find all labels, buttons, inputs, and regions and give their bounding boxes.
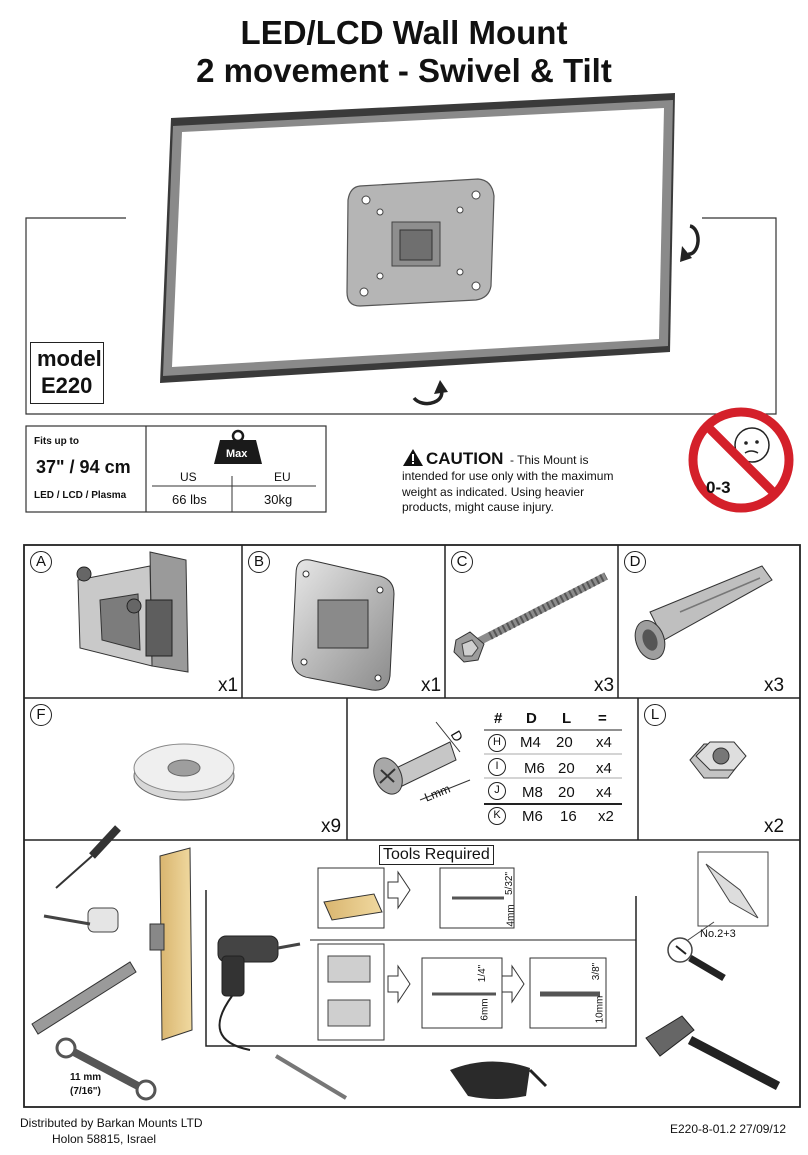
part-letter-c: C (451, 551, 473, 573)
fits-label: Fits up to (34, 436, 79, 447)
page-title: LED/LCD Wall Mount (240, 14, 568, 51)
caution-text-2: intended for use only with the maximum (402, 469, 614, 483)
drill-wood-mm: 4mm (505, 904, 517, 927)
tv-illustration (160, 93, 675, 383)
part-l-nut (689, 741, 747, 779)
row-d-k: M6 (522, 808, 543, 825)
eu-value: 30kg (264, 492, 293, 507)
caution-text-1: - This Mount is (510, 453, 589, 467)
row-d-i: M6 (524, 760, 545, 777)
row-id-h: H (488, 734, 506, 752)
screwdriver-size: No.2+3 (700, 928, 736, 940)
tilt-arrow-icon (680, 224, 700, 262)
tools-heading: Tools Required (379, 845, 494, 865)
row-id-i: I (488, 758, 506, 776)
table-header-d: D (526, 710, 537, 727)
drill-masonry1-mm: 6mm (479, 998, 491, 1021)
part-c-lag-screw (453, 572, 608, 663)
row-l-k: 16 (560, 808, 577, 825)
distributor-line2: Holon 58815, Israel (52, 1132, 157, 1146)
tools-section (31, 825, 781, 1101)
page-subtitle: 2 movement - Swivel & Tilt (196, 52, 612, 89)
drill-masonry2-inch: 3/8" (591, 962, 603, 981)
row-l-j: 20 (558, 784, 575, 801)
part-machine-screw (373, 721, 471, 801)
part-letter-b: B (248, 551, 270, 573)
max-label: Max (226, 448, 248, 460)
part-qty-f: x9 (321, 816, 342, 837)
model-code: E220 (41, 373, 93, 398)
row-l-i: 20 (558, 760, 575, 777)
age-warning-icon (688, 407, 794, 513)
row-qty-j: x4 (596, 784, 612, 801)
part-letter-d: D (624, 551, 646, 573)
drill-masonry1-inch: 1/4" (477, 964, 489, 983)
part-f-washer (133, 743, 235, 801)
row-qty-h: x4 (596, 734, 612, 751)
row-d-j: M8 (522, 784, 543, 801)
types-label: LED / LCD / Plasma (34, 490, 127, 501)
parts-grid (23, 544, 801, 1108)
part-qty-b: x1 (421, 675, 442, 696)
swivel-arrow-icon (412, 380, 448, 406)
eu-label: EU (274, 470, 291, 484)
row-qty-k: x2 (598, 808, 614, 825)
screw-table-lines (484, 729, 622, 805)
model-box: model E220 (30, 342, 104, 404)
row-id-j: J (488, 782, 506, 800)
row-d-h: M4 (520, 734, 541, 751)
part-a-bracket (76, 551, 189, 673)
row-qty-i: x4 (596, 760, 612, 777)
wrench-size-inch: (7/16") (70, 1086, 101, 1097)
caution-text-4: products, might cause injury. (402, 500, 554, 514)
age-range-label: 0-3 (706, 478, 731, 497)
part-letter-l: L (644, 704, 666, 726)
part-letter-a: A (30, 551, 52, 573)
table-header-id: # (494, 710, 503, 727)
wrench-size: 11 mm (70, 1072, 102, 1083)
us-value: 66 lbs (172, 492, 207, 507)
drill-masonry2-mm: 10mm (594, 995, 606, 1024)
table-header-l: L (562, 710, 572, 727)
us-label: US (180, 470, 197, 484)
part-qty-l: x2 (764, 816, 785, 837)
table-header-qty: = (598, 710, 607, 727)
caution-heading: CAUTION (426, 449, 504, 468)
part-qty-c: x3 (594, 675, 615, 696)
part-qty-a: x1 (218, 675, 239, 696)
part-d-wall-anchor (634, 565, 773, 660)
distributor-line1: Distributed by Barkan Mounts LTD (20, 1116, 203, 1130)
doc-code: E220-8-01.2 27/09/12 (670, 1122, 787, 1136)
row-l-h: 20 (556, 734, 573, 751)
caution-triangle-icon (403, 449, 423, 466)
drill-wood-inch: 5/32" (504, 871, 516, 896)
part-b-plate (291, 559, 395, 691)
size-value: 37" / 94 cm (36, 457, 131, 477)
part-qty-d: x3 (764, 675, 785, 696)
row-id-k: K (488, 807, 506, 825)
part-letter-f: F (30, 704, 52, 726)
specs-table (25, 425, 327, 513)
caution-text-3: weight as indicated. Using heavier (402, 485, 585, 499)
model-label: model (37, 346, 102, 371)
